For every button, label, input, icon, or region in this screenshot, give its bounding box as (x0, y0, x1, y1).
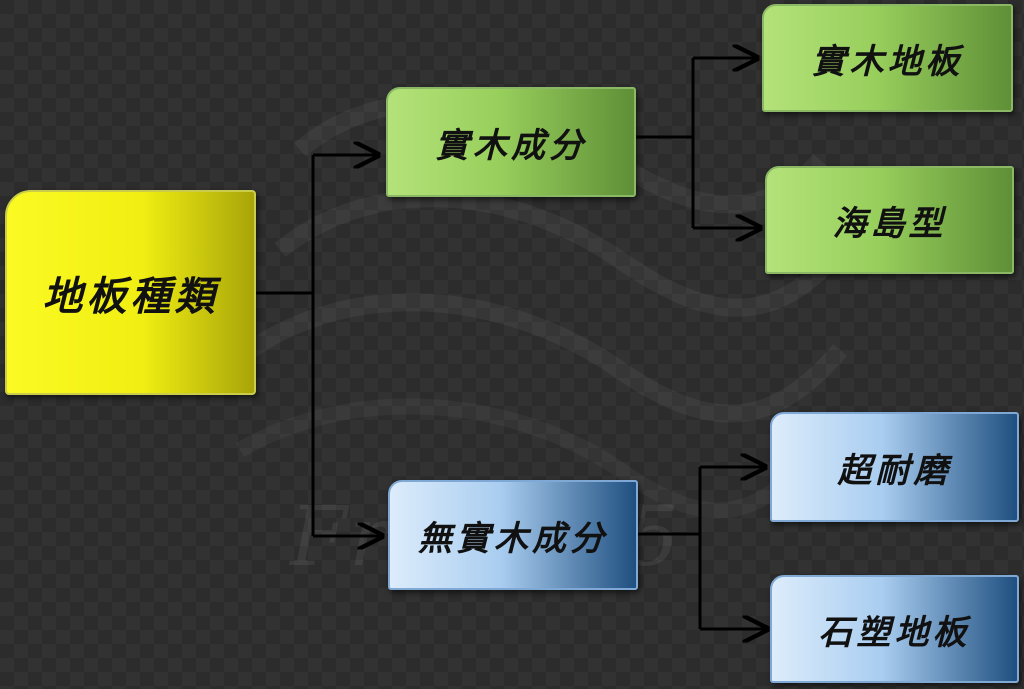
node-child-2-1-label: 超耐磨 (837, 450, 952, 491)
node-child-1-1: 實木地板 (762, 4, 1013, 112)
node-branch-1: 實木成分 (386, 87, 636, 197)
node-child-2-2: 石塑地板 (770, 575, 1019, 683)
node-child-2-1: 超耐磨 (770, 412, 1019, 522)
node-child-2-2-label: 石塑地板 (818, 612, 971, 653)
node-branch-2-label: 無實木成分 (418, 518, 608, 559)
node-child-1-2-label: 海島型 (832, 203, 947, 244)
node-branch-2: 無實木成分 (388, 480, 638, 590)
node-child-1-1-label: 實木地板 (811, 41, 964, 82)
node-root: 地板種類 (5, 190, 256, 395)
node-child-1-2: 海島型 (765, 166, 1014, 274)
node-branch-1-label: 實木成分 (435, 125, 587, 166)
node-root-label: 地板種類 (42, 272, 219, 320)
